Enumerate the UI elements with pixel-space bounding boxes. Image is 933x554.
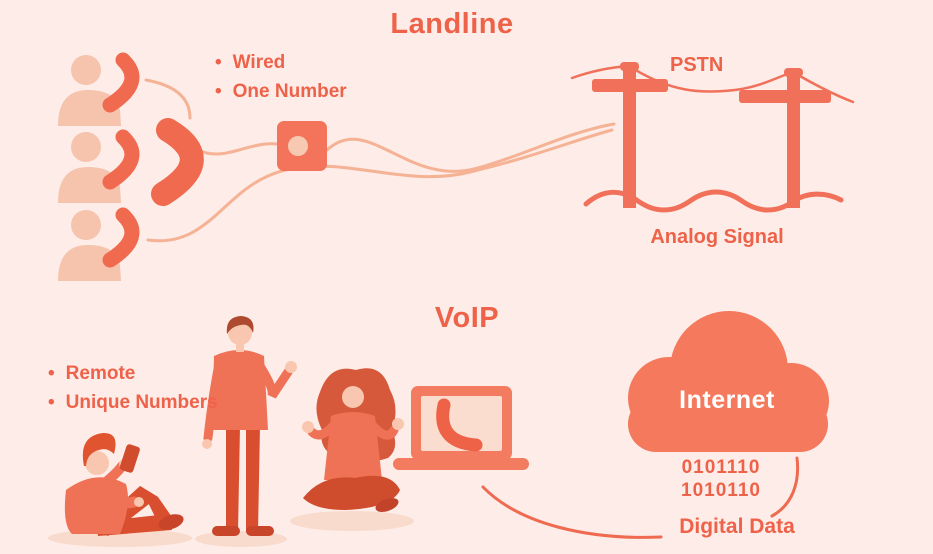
shadow	[290, 511, 414, 531]
binary-line-2: 1010110	[681, 480, 761, 501]
person-with-phone-icon	[58, 210, 132, 281]
landline-wire-lines	[144, 78, 616, 243]
voip-bullet-unique-numbers: Unique Numbers	[48, 388, 218, 417]
internet-cloud-icon	[628, 311, 829, 452]
junction-box-icon	[277, 121, 327, 171]
call-icon	[436, 398, 483, 452]
landline-title: Landline	[390, 8, 514, 40]
person-with-phone-icon	[58, 132, 132, 203]
internet-label: Internet	[679, 386, 775, 414]
telephone-pole-icon	[592, 62, 831, 208]
voip-title: VoIP	[434, 302, 500, 334]
digital-data-label: Digital Data	[679, 515, 795, 538]
pstn-label: PSTN	[670, 54, 724, 76]
analog-wave-icon	[583, 189, 844, 213]
landline-bullet-one-number: One Number	[215, 77, 347, 106]
pole-wire	[570, 64, 855, 104]
landline-bullet-list: Wired One Number	[215, 48, 347, 106]
sitting-person-with-phone	[48, 432, 192, 547]
analog-signal-label: Analog Signal	[650, 226, 784, 248]
voip-bullet-remote: Remote	[48, 359, 218, 388]
digital-data-curves	[481, 456, 800, 539]
landline-bullet-wired: Wired	[215, 48, 347, 77]
voip-bullet-list: Remote Unique Numbers	[48, 359, 218, 417]
phone-handset-icon	[151, 118, 204, 206]
sitting-person-crosslegged	[290, 368, 414, 531]
person-with-phone-icon	[58, 55, 132, 126]
laptop-call-icon	[393, 386, 529, 470]
standing-person-waving	[195, 316, 297, 547]
binary-line-1: 0101110	[681, 457, 761, 478]
